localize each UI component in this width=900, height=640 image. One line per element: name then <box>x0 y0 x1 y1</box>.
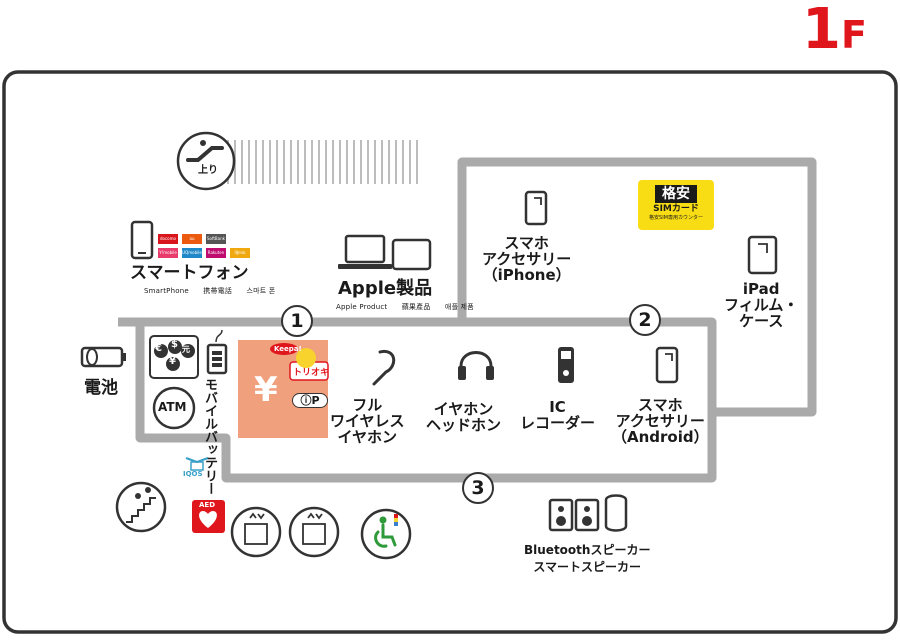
smartphone-subtitle: SmartPhone 携帯電話 스마트 폰 <box>144 287 276 295</box>
aed-icon <box>192 500 225 533</box>
mobile-battery-icon <box>206 329 228 375</box>
yen-symbol: ¥ <box>254 370 278 410</box>
sim-note: 格安SIM専用カウンター <box>649 215 703 221</box>
currency-exchange-icon <box>149 335 199 379</box>
headphones-icon <box>458 351 494 380</box>
trioki-badge <box>270 343 329 381</box>
iqos-label: IQOS <box>183 470 203 478</box>
escalator-up-icon <box>176 131 236 191</box>
floor-number: 1 <box>802 0 841 62</box>
aisle-marker-3: 3 <box>462 472 494 504</box>
aed-label: AED <box>199 501 216 509</box>
aisle-marker-1: 1 <box>281 305 313 337</box>
apple-title: Apple製品 <box>338 278 433 299</box>
battery-label: 電池 <box>84 378 118 398</box>
carrier-au: au <box>182 234 202 244</box>
escalator-label: 上り <box>198 165 218 176</box>
floor-indicator: 1F <box>802 2 867 58</box>
smartphone-title: スマートフォン <box>130 263 249 283</box>
currency-euro: € <box>155 343 162 354</box>
apple-subtitle: Apple Product 蘋果產品 애플 제품 <box>336 303 474 311</box>
floor-suffix: F <box>840 13 867 57</box>
carrier-rakuten: Rakuten <box>206 248 226 258</box>
speaker-icon <box>548 498 600 532</box>
elevator-icon <box>230 506 340 558</box>
carrier-softbank: SoftBank <box>206 234 226 244</box>
carrier-docomo: docomo <box>158 234 178 244</box>
atm-icon <box>152 386 196 430</box>
iqos-icon <box>185 457 209 471</box>
battery-icon <box>80 346 126 368</box>
speakers-label: Bluetoothスピーカー スマートスピーカー <box>524 543 651 574</box>
mobile-battery-label: モバイルバッテリー <box>202 378 217 495</box>
ipad-label: iPad フィルム・ ケース <box>724 280 799 330</box>
currency-yuan: 元 <box>182 345 190 354</box>
smart-speaker-icon <box>604 494 628 532</box>
ip-badge: ⓘP <box>292 393 328 408</box>
keepa-brand: Keepa! <box>274 345 302 353</box>
ic-recorder-label: IC レコーダー <box>520 398 596 432</box>
smartphone-icon <box>524 190 548 226</box>
headphones-label: イヤホン ヘッドホン <box>426 400 502 434</box>
stairs-icon <box>115 481 167 533</box>
sim-sub: SIMカード <box>653 204 699 214</box>
carrier-uq: UQmobile <box>182 248 202 258</box>
full-wireless-label: フル ワイヤレス イヤホン <box>330 396 405 446</box>
currency-yen: ¥ <box>169 356 176 367</box>
sim-title: 格安 <box>655 185 697 203</box>
android-accessory-label: スマホ アクセサリー （Android） <box>612 396 709 446</box>
carrier-ymobile: Y!mobile <box>158 248 178 258</box>
trioki-label: トリオキ <box>293 368 330 378</box>
tablet-icon <box>747 235 778 275</box>
earbud-icon <box>372 349 396 386</box>
currency-dollar: $ <box>171 339 178 350</box>
smartphone-icon <box>655 346 679 384</box>
laptop-icon <box>338 234 392 269</box>
smartphone-icon <box>130 220 154 260</box>
aisle-marker-2: 2 <box>629 304 661 336</box>
carrier-iijmio: IIJmio <box>230 248 250 258</box>
atm-label: ATM <box>158 400 187 414</box>
ic-recorder-icon <box>558 347 574 383</box>
sim-badge: 格安 SIMカード 格安SIM専用カウンター <box>638 180 714 230</box>
escalator <box>210 138 424 186</box>
accessible-icon <box>360 508 412 560</box>
iphone-accessory-label: スマホ アクセサリー （iPhone） <box>482 234 572 284</box>
tablet-icon <box>391 238 432 271</box>
